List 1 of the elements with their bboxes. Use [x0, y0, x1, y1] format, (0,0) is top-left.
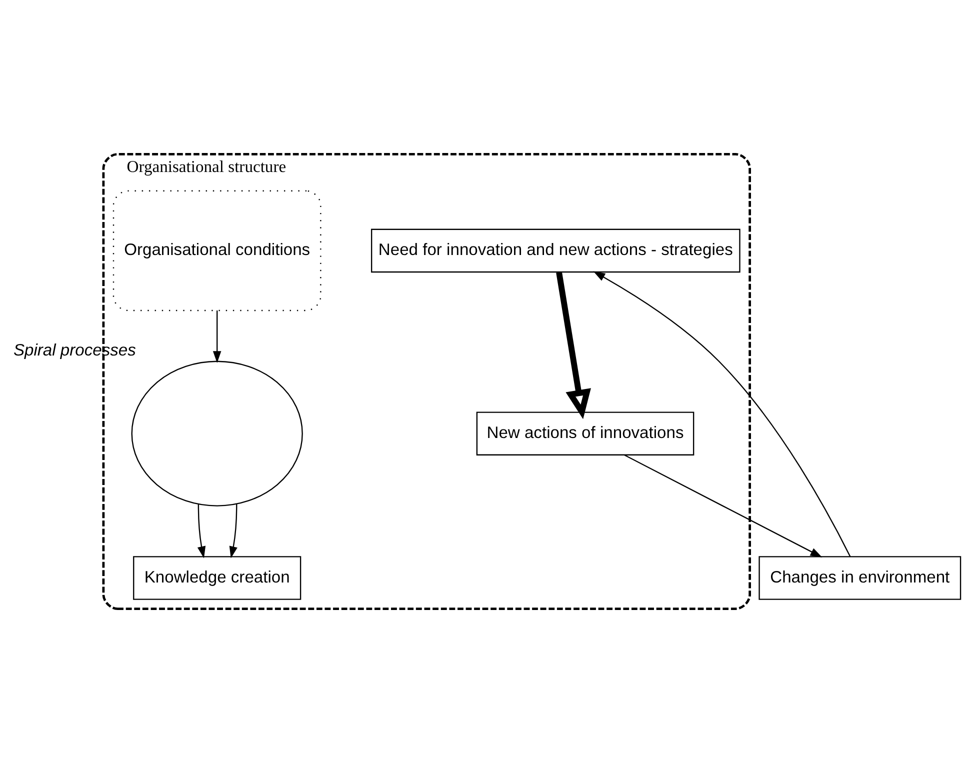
node-label: Spiral processes — [13, 340, 136, 360]
